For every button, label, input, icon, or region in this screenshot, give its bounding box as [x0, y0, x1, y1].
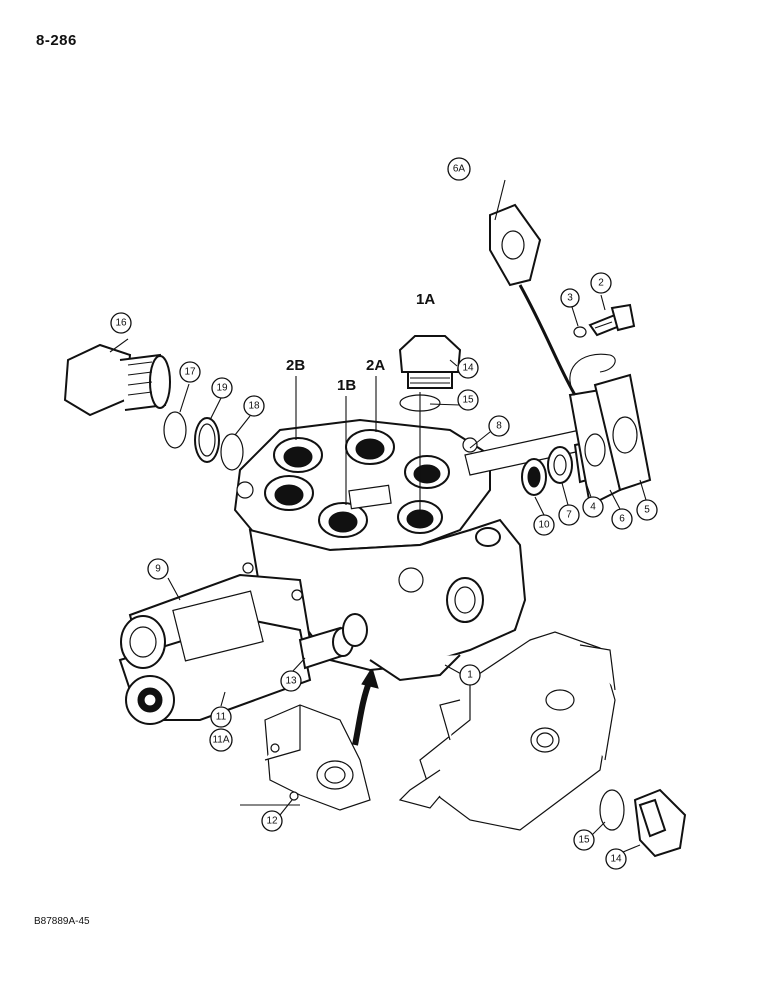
- callout-2: 2: [590, 272, 612, 294]
- svg-text:11A: 11A: [212, 735, 229, 746]
- svg-text:9: 9: [155, 564, 161, 575]
- page-number: 8-286: [36, 32, 77, 49]
- callout-7: 7: [558, 504, 580, 526]
- callout-14-upper: 14: [457, 357, 479, 379]
- valve-body: [233, 418, 527, 682]
- callout-10: 10: [533, 514, 555, 536]
- callout-6A: 6A: [447, 157, 471, 181]
- svg-text:15: 15: [462, 395, 474, 406]
- callout-4: 4: [582, 496, 604, 518]
- svg-text:18: 18: [248, 401, 260, 412]
- svg-text:12: 12: [266, 816, 278, 827]
- callout-1: 1: [459, 664, 481, 686]
- svg-text:2: 2: [598, 278, 604, 289]
- callout-12: 12: [261, 810, 283, 832]
- valve-body-alternate-view: [398, 631, 616, 831]
- port-label-2A: 2A: [366, 357, 385, 374]
- plug-lower: [599, 788, 687, 858]
- svg-text:14: 14: [610, 854, 622, 865]
- port-detail-view: [240, 704, 371, 811]
- leader-lines: [109, 179, 647, 853]
- svg-text:7: 7: [566, 510, 572, 521]
- callout-8: 8: [488, 415, 510, 437]
- spool-housing: [118, 562, 312, 725]
- fitting-16: [63, 343, 171, 417]
- svg-text:11: 11: [216, 712, 227, 723]
- callout-15-lower: 15: [573, 829, 595, 851]
- svg-text:3: 3: [567, 293, 573, 304]
- svg-text:6A: 6A: [453, 164, 466, 175]
- callout-14-lower: 14: [605, 848, 627, 870]
- callout-19: 19: [211, 377, 233, 399]
- svg-text:1: 1: [467, 670, 473, 681]
- right-parts: [464, 203, 652, 507]
- figure-code: B87889A-45: [34, 916, 90, 927]
- port-label-1B: 1B: [337, 377, 356, 394]
- callout-18: 18: [243, 395, 265, 417]
- callout-16: 16: [110, 312, 132, 334]
- callout-9: 9: [147, 558, 169, 580]
- callout-3: 3: [560, 288, 580, 308]
- callout-11A: 11A: [209, 728, 233, 752]
- svg-text:17: 17: [184, 367, 196, 378]
- callout-6: 6: [611, 508, 633, 530]
- svg-text:19: 19: [216, 383, 228, 394]
- plug-1A: [398, 335, 462, 515]
- svg-text:13: 13: [285, 676, 297, 687]
- port-label-2B: 2B: [286, 357, 305, 374]
- svg-text:6: 6: [619, 514, 625, 525]
- svg-text:5: 5: [644, 505, 650, 516]
- spool-end: [298, 613, 368, 670]
- callout-5: 5: [636, 499, 658, 521]
- callout-11: 11: [210, 706, 232, 728]
- port-label-1A: 1A: [416, 291, 435, 308]
- svg-text:14: 14: [462, 363, 474, 374]
- svg-text:8: 8: [496, 421, 502, 432]
- detail-arrow: [352, 666, 379, 746]
- seal-rings-left: [163, 411, 244, 471]
- svg-text:10: 10: [538, 520, 550, 531]
- svg-text:16: 16: [115, 318, 127, 329]
- callout-17: 17: [179, 361, 201, 383]
- callout-15-upper: 15: [457, 389, 479, 411]
- svg-text:4: 4: [590, 502, 596, 513]
- svg-text:15: 15: [578, 835, 590, 846]
- callout-13: 13: [280, 670, 302, 692]
